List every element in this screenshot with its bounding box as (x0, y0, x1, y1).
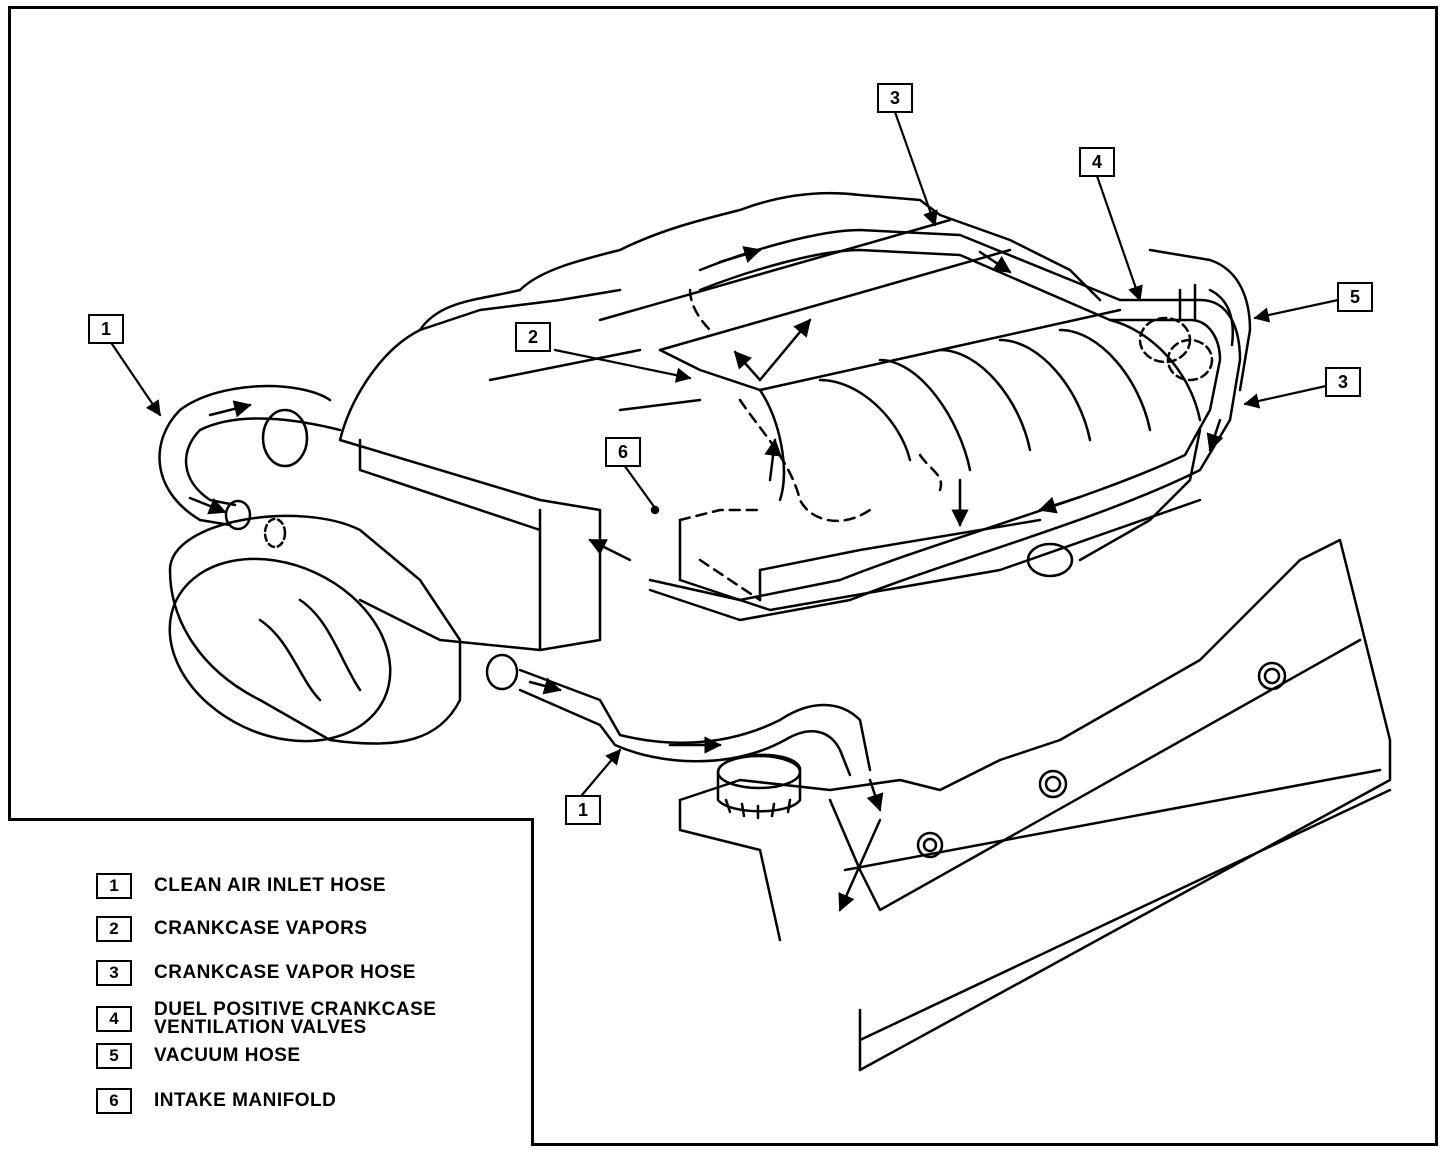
legend-panel: 1 CLEAN AIR INLET HOSE 2 CRANKCASE VAPOR… (8, 818, 534, 1146)
callout-4: 4 (1079, 147, 1115, 177)
crankcase-vapor-hose (648, 228, 1242, 622)
callout-6: 6 (605, 437, 641, 467)
legend-row: 6 INTAKE MANIFOLD (96, 1088, 336, 1114)
legend-key: 3 (96, 960, 132, 986)
callout-3-top: 3 (877, 83, 913, 113)
legend-key: 4 (96, 1006, 132, 1032)
legend-row: 1 CLEAN AIR INLET HOSE (96, 873, 386, 899)
legend-row: 5 VACUUM HOSE (96, 1043, 301, 1069)
legend-label: VACUUM HOSE (154, 1045, 301, 1066)
callout-1-lower: 1 (565, 795, 601, 825)
legend-key: 6 (96, 1088, 132, 1114)
callout-5: 5 (1337, 282, 1373, 312)
intake-manifold-point (650, 505, 660, 515)
callout-3-right: 3 (1325, 367, 1361, 397)
legend-label: CLEAN AIR INLET HOSE (154, 875, 387, 896)
vapor-flow-dashed (678, 288, 943, 602)
callout-2: 2 (515, 322, 551, 352)
engine-block (678, 538, 1392, 1072)
legend-label: CRANKCASE VAPOR HOSE (154, 962, 416, 983)
legend-row: 3 CRANKCASE VAPOR HOSE (96, 960, 416, 986)
callout-1-upper: 1 (88, 314, 124, 344)
clean-air-inlet-hose-lower (485, 653, 884, 812)
pcv-valves (1138, 283, 1214, 382)
legend-key: 2 (96, 916, 132, 942)
vapor-flow-arrows (588, 318, 969, 912)
legend-label: INTAKE MANIFOLD (154, 1090, 337, 1111)
legend-key: 5 (96, 1043, 132, 1069)
legend-label: CRANKCASE VAPORS (154, 918, 368, 939)
legend-key: 1 (96, 873, 132, 899)
clean-air-inlet-hose-upper (158, 384, 342, 549)
intake-plenum (418, 191, 1122, 412)
callout-leaders (108, 110, 1340, 797)
diagram-frame (8, 6, 1438, 1146)
legend-row: 4 DUEL POSITIVE CRANKCASE VENTILATION VA… (96, 999, 437, 1038)
air-intake-housing (168, 288, 622, 745)
bolt-heads (916, 661, 1287, 859)
legend-row: 2 CRANKCASE VAPORS (96, 916, 368, 942)
legend-label: DUEL POSITIVE CRANKCASE VENTILATION VALV… (154, 999, 437, 1038)
vacuum-hose (1026, 248, 1252, 578)
